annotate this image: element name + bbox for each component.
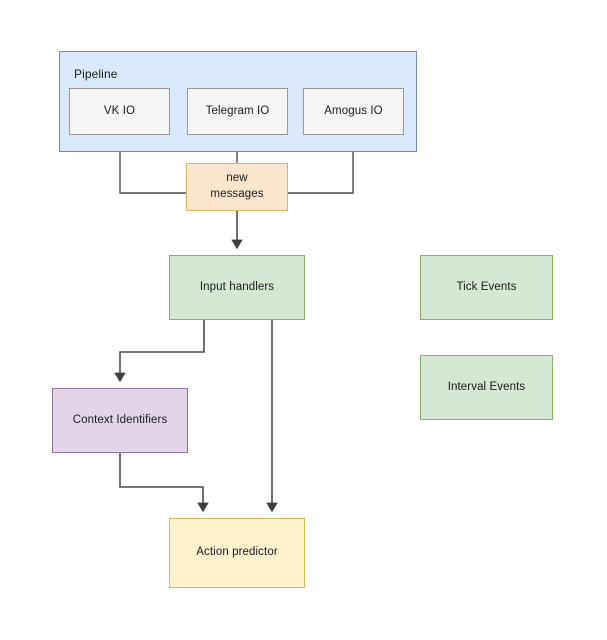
node-telegram-io[interactable]: Telegram IO bbox=[187, 88, 288, 135]
node-amogus-io-label: Amogus IO bbox=[324, 104, 383, 117]
edge-context-identifiers-to-action-predictor bbox=[119, 453, 209, 513]
node-context-identifiers[interactable]: Context Identifiers bbox=[52, 388, 188, 453]
node-context-identifiers-label: Context Identifiers bbox=[72, 413, 168, 426]
node-telegram-io-label: Telegram IO bbox=[205, 104, 270, 117]
node-interval-events[interactable]: Interval Events bbox=[420, 355, 553, 420]
node-vk-io[interactable]: VK IO bbox=[69, 88, 170, 135]
node-tick-events[interactable]: Tick Events bbox=[420, 255, 553, 320]
pipeline-container-label: Pipeline bbox=[74, 67, 118, 81]
node-new-messages-label: new messages bbox=[210, 172, 264, 200]
node-input-handlers-label: Input handlers bbox=[199, 280, 275, 293]
edge-input-handlers-to-context-identifiers bbox=[114, 320, 205, 383]
node-new-messages[interactable]: new messages bbox=[186, 163, 288, 211]
node-input-handlers[interactable]: Input handlers bbox=[169, 255, 305, 320]
node-action-predictor-label: Action predictor bbox=[196, 546, 278, 559]
node-action-predictor[interactable]: Action predictor bbox=[169, 518, 305, 588]
node-interval-events-label: Interval Events bbox=[447, 380, 526, 393]
node-tick-events-label: Tick Events bbox=[456, 280, 517, 293]
node-vk-io-label: VK IO bbox=[103, 104, 136, 117]
node-amogus-io[interactable]: Amogus IO bbox=[303, 88, 404, 135]
